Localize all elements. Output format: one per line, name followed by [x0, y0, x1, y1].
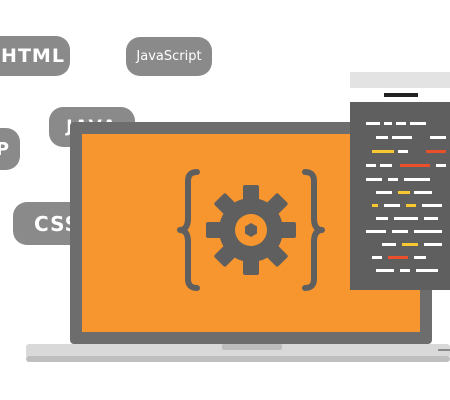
left-curly-brace-icon — [177, 169, 200, 291]
tag-javascript-label: JavaScript — [136, 49, 202, 64]
tag-javascript: JavaScript — [126, 37, 212, 76]
gear-icon — [206, 185, 296, 275]
tag-html-label: HTML — [1, 45, 65, 67]
right-curly-brace-icon — [302, 169, 325, 291]
tag-partial-label: P — [0, 138, 11, 160]
code-window — [350, 72, 450, 290]
laptop-base — [26, 344, 450, 362]
code-lines — [366, 122, 446, 272]
tag-partial: P — [0, 128, 20, 170]
tag-html: HTML — [0, 36, 70, 76]
